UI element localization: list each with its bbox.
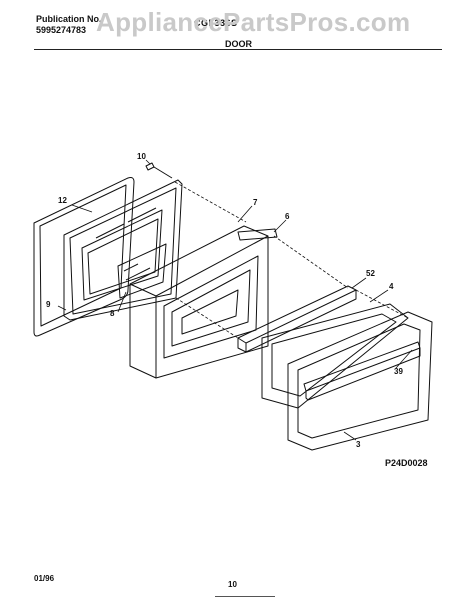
callout-8: 8: [110, 309, 115, 318]
leader-lines: [57, 159, 413, 441]
publication-date: 01/96: [34, 574, 55, 583]
publication-number: 5995274783: [36, 25, 87, 35]
outer-glass-part: [261, 303, 409, 409]
model-number: CGF336S: [194, 18, 238, 28]
callout-39: 39: [394, 367, 403, 376]
callout-3: 3: [356, 440, 361, 449]
callout-6: 6: [285, 212, 290, 221]
header-rule: [34, 49, 442, 50]
watermark-text: AppliancePartsPros.com: [96, 7, 411, 37]
page-number: 10: [228, 580, 237, 589]
callout-12: 12: [58, 196, 67, 205]
window-glass-part: [117, 243, 167, 299]
screw-part: [145, 162, 173, 179]
assembly-lines: [174, 181, 409, 339]
bottom-rule: [215, 596, 275, 597]
drawing-code: P24D0028: [385, 458, 428, 468]
door-panel-part: [129, 225, 269, 379]
callout-7: 7: [253, 198, 258, 207]
callout-52: 52: [366, 269, 375, 278]
outer-door-frame-part: [287, 311, 433, 451]
callout-10: 10: [137, 152, 146, 161]
inner-door-liner-part: [63, 179, 183, 321]
section-title: DOOR: [225, 39, 252, 49]
callout-9: 9: [46, 300, 51, 309]
door-trim-part: [237, 228, 278, 241]
publication-label: Publication No.: [36, 14, 102, 24]
callout-4: 4: [389, 282, 394, 291]
door-handle-part: [303, 341, 421, 401]
